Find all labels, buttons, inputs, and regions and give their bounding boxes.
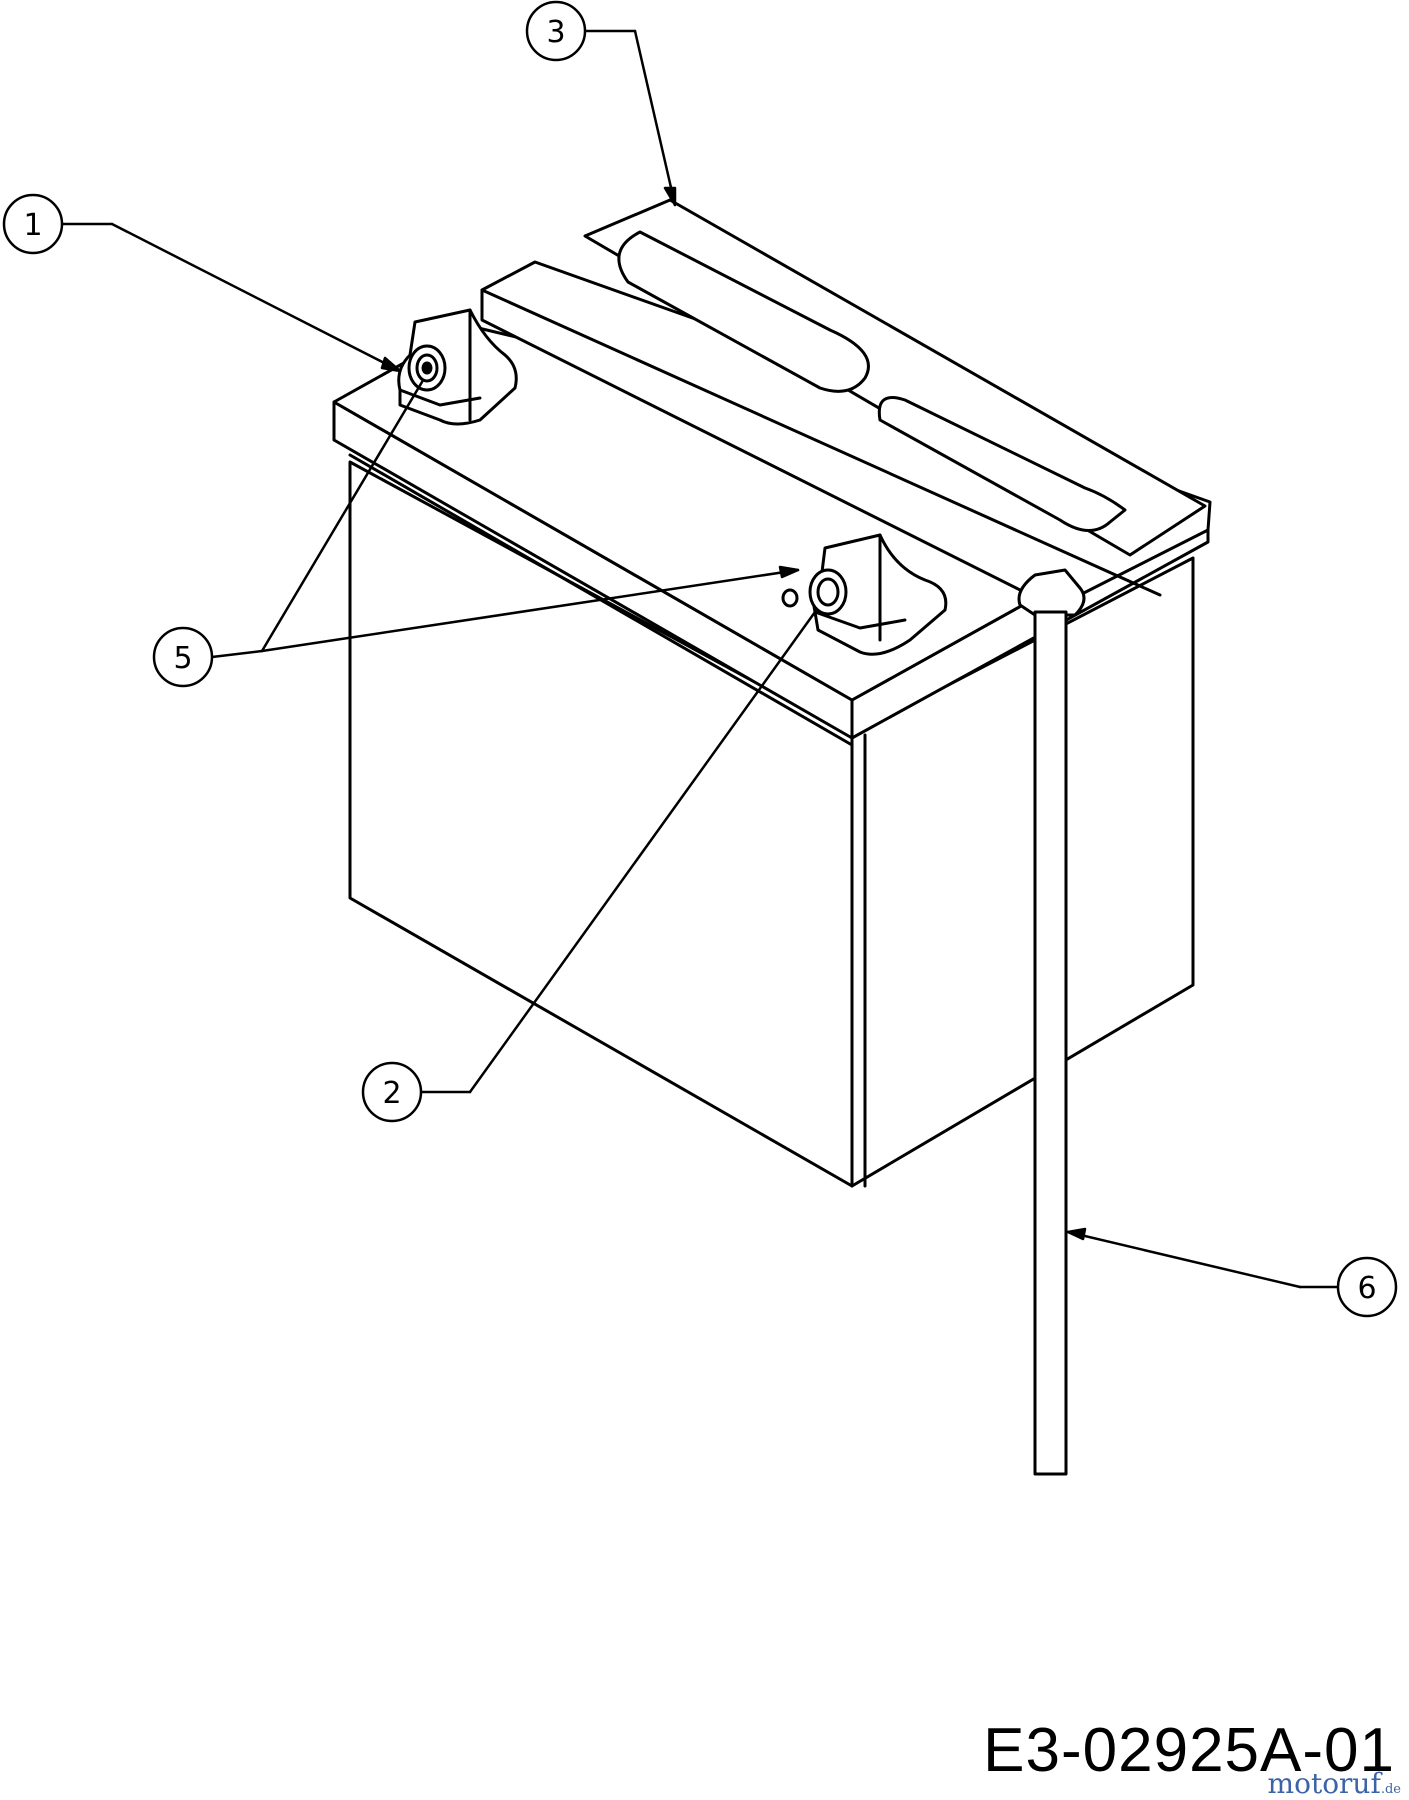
drawing-number: E3-02925A-01 <box>983 1716 1395 1785</box>
callout-6: 6 <box>1336 1256 1398 1318</box>
callout-6-label: 6 <box>1357 1271 1376 1306</box>
battery-bracket <box>480 198 1212 612</box>
callout-2: 2 <box>361 1061 423 1123</box>
terminal-negative <box>781 533 948 656</box>
callout-3-label: 3 <box>546 15 565 50</box>
terminal-positive <box>397 308 518 426</box>
watermark-tld: .de <box>1380 1782 1401 1797</box>
callout-1: 1 <box>2 193 64 255</box>
callout-5-label: 5 <box>173 641 192 676</box>
callout-1-label: 1 <box>23 208 42 243</box>
battery-body <box>332 324 1210 1188</box>
watermark-logo: motoruf.de <box>1268 1770 1401 1798</box>
watermark-main: motoruf <box>1267 1767 1381 1800</box>
battery-strap <box>1017 568 1086 1476</box>
callout-5: 5 <box>152 626 214 688</box>
callout-3: 3 <box>525 0 587 62</box>
callout-2-label: 2 <box>382 1076 401 1111</box>
